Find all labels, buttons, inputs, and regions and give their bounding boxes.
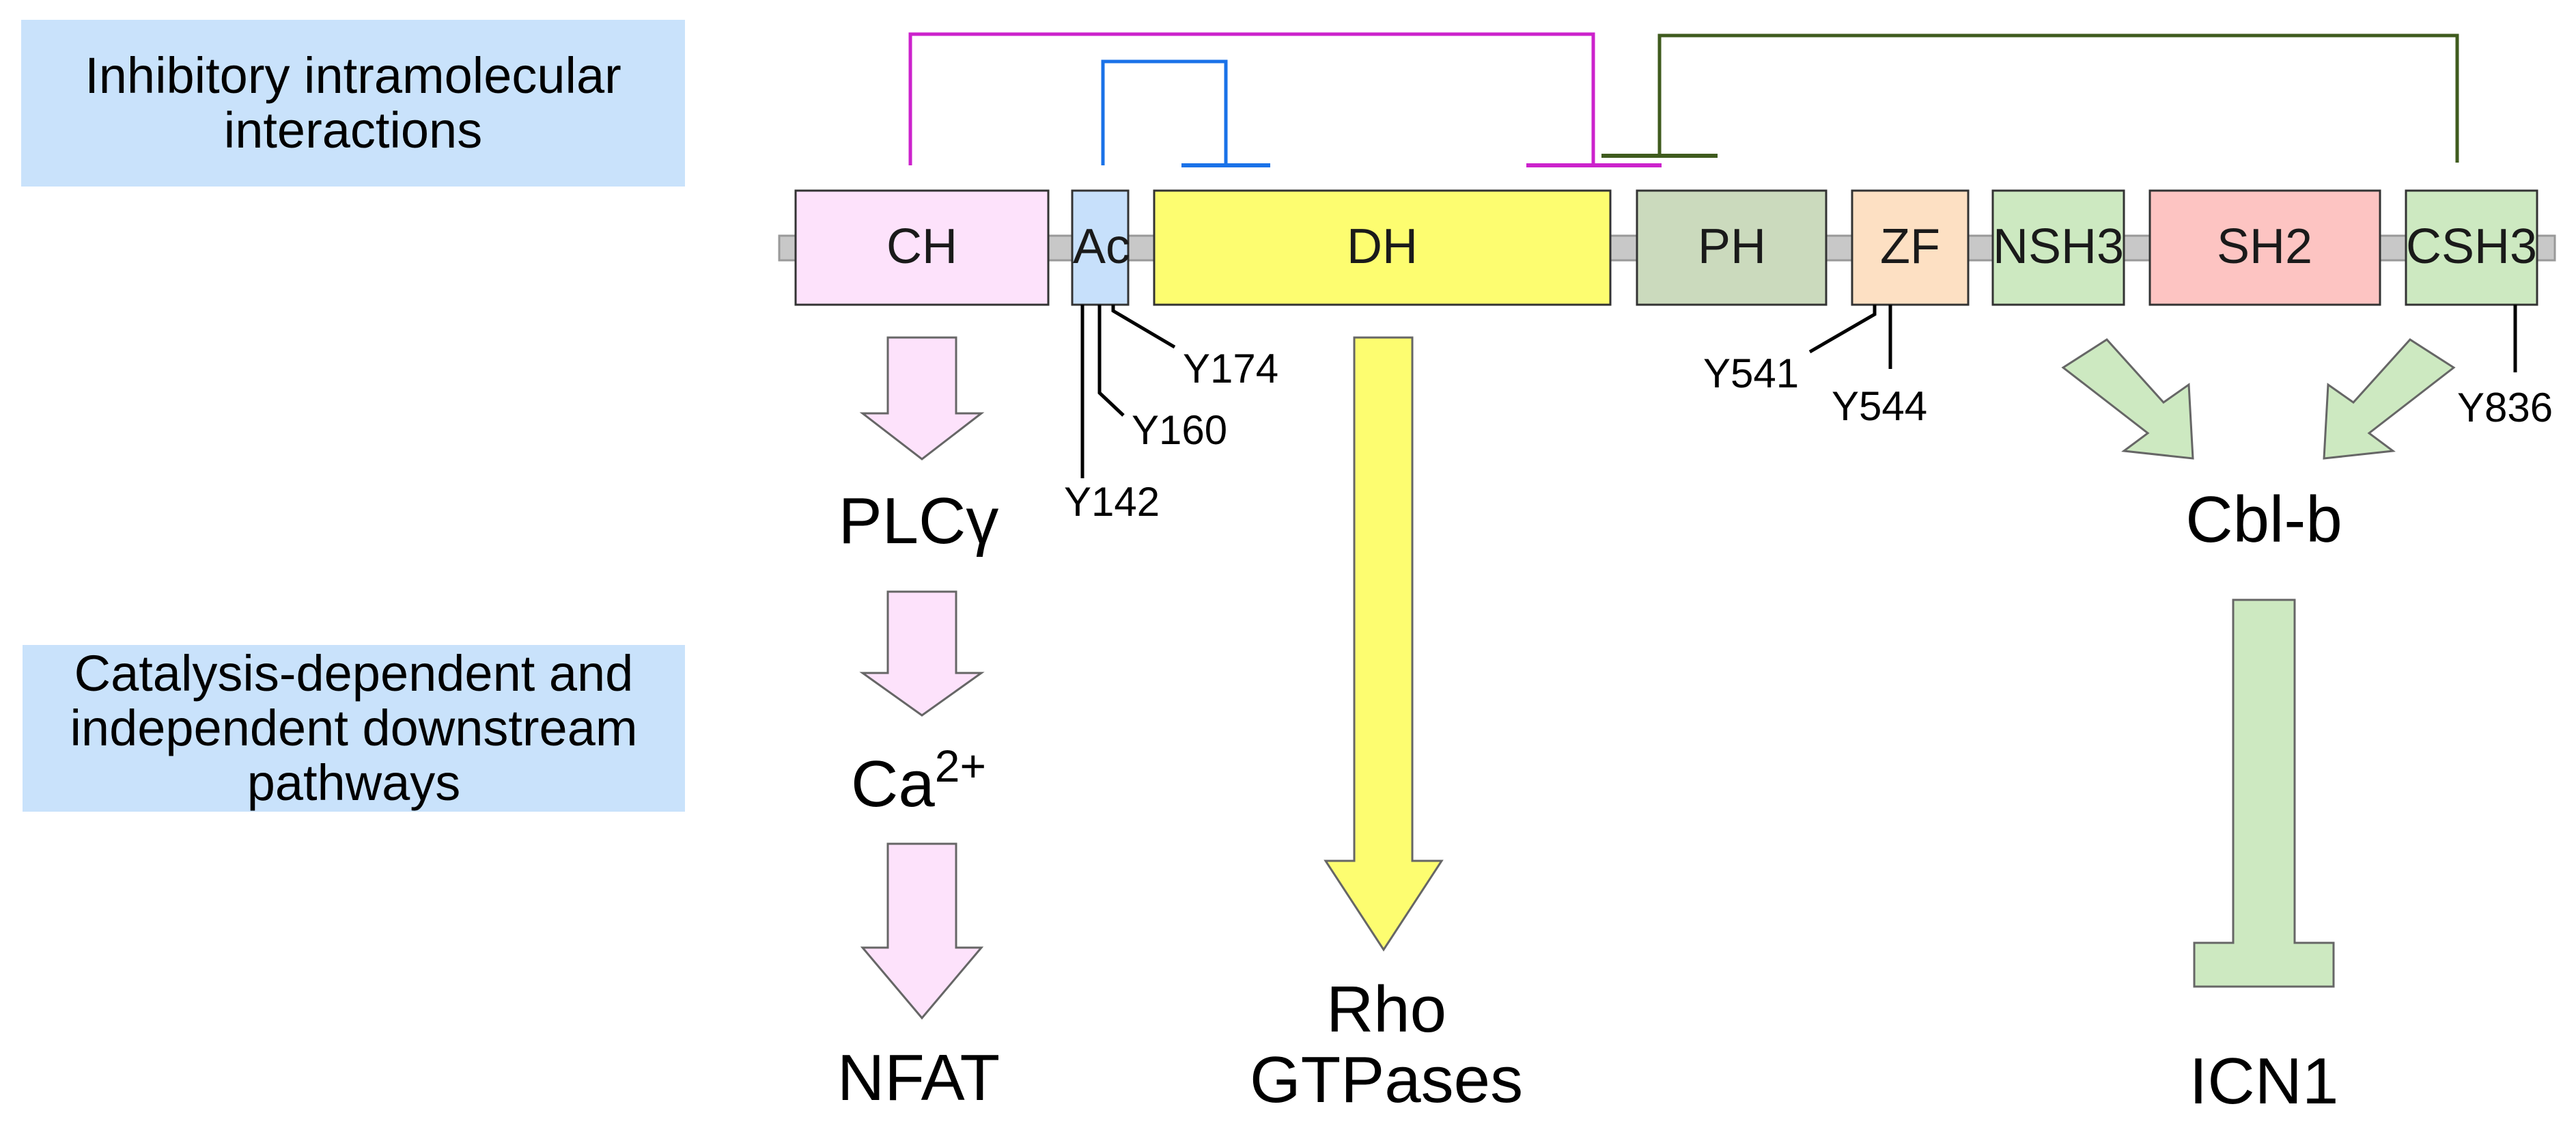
calcium-label-base: Ca [851,747,935,821]
csh3-inhibition-connector [1657,33,2459,163]
downstream-pathways-box: Catalysis-dependent and independent down… [23,645,685,812]
ch-dh-inhibition-connector [908,32,1595,165]
domain-nsh3: NSH3 [1991,189,2125,306]
ac-dh-inhibition-connector [1101,59,1228,165]
domain-ph: PH [1636,189,1828,306]
y544-label: Y544 [1832,383,1927,429]
domain-sh2-label: SH2 [2217,219,2312,274]
nfat-label: NFAT [837,1041,1000,1114]
icn1-label: ICN1 [2189,1045,2339,1118]
inhibitory-interactions-text: Inhibitory intramolecular interactions [85,47,621,159]
cblb-label: Cbl-b [2185,483,2342,556]
domain-ac-box [1071,189,1130,306]
inhibitory-interactions-box: Inhibitory intramolecular interactions [21,20,685,187]
rho-label-line2: GTPases [1250,1043,1523,1116]
ch-to-plc-arrow [859,336,985,460]
domain-ac: Ac [1071,189,1130,306]
domain-zf: ZF [1851,189,1970,306]
domain-csh3: CSH3 [2405,189,2538,306]
domain-nsh3-label: NSH3 [1993,219,2124,274]
domain-ch: CH [794,189,1050,306]
domain-sh2: SH2 [2148,189,2381,306]
y160-label: Y160 [1132,407,1227,453]
domain-ch-label: CH [886,219,957,274]
csh3-to-cblb-arrow [2323,338,2456,460]
domain-dh-label: DH [1347,219,1418,274]
domain-ch-box [794,189,1050,306]
ca-to-nfat-arrow [860,842,984,1020]
plc-label-prefix: PLC [839,484,966,558]
cblb-inhibits-icn1 [2193,599,2335,988]
domain-ph-box [1636,189,1828,306]
downstream-pathways-text: Catalysis-dependent and independent down… [70,645,638,811]
dh-to-rho-arrow [1324,336,1444,952]
nsh3-to-cblb-arrow [2061,338,2194,460]
rho-label-line1: Rho [1326,973,1446,1046]
y174-label: Y174 [1183,346,1278,391]
domain-csh3-label: CSH3 [2406,219,2537,274]
domain-ac-label: Ac [1073,219,1130,274]
domain-sh2-box [2148,189,2381,306]
calcium-label: Ca2+ [851,741,986,821]
plc-gamma-label: PLCγ [839,484,999,558]
domain-dh: DH [1153,189,1612,306]
y541-marker-line [1808,305,1877,354]
domain-dh-box [1153,189,1612,306]
domain-zf-label: ZF [1880,219,1940,274]
y142-label: Y142 [1064,479,1160,525]
domain-csh3-box [2405,189,2538,306]
calcium-label-charge: 2+ [935,741,986,791]
y160-marker-line [1097,305,1125,417]
domain-nsh3-box [1991,189,2125,306]
y174-marker-line [1111,305,1176,349]
domain-zf-box [1851,189,1970,306]
domain-ph-label: PH [1698,219,1766,274]
plc-to-ca-arrow [859,590,985,717]
plc-label-greek: γ [966,484,998,558]
y836-label: Y836 [2457,385,2553,430]
y541-label: Y541 [1703,350,1799,396]
